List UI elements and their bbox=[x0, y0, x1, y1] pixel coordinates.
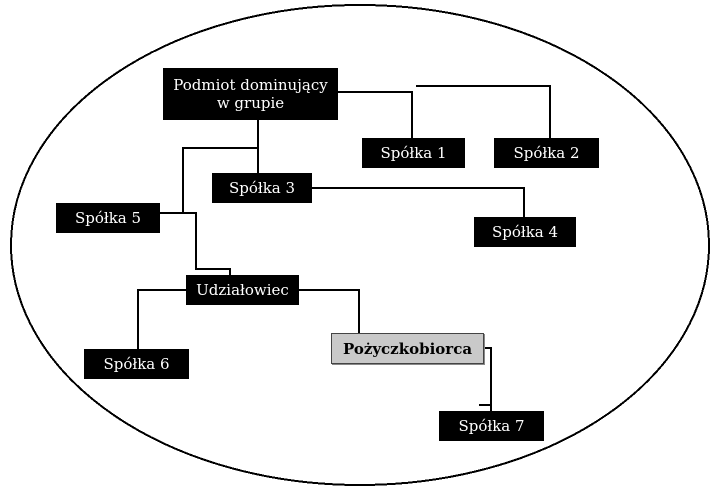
node-spolka-7: Spółka 7 bbox=[439, 411, 544, 441]
node-pozyczkobiorca: Pożyczkobiorca bbox=[331, 333, 484, 364]
node-spolka-3: Spółka 3 bbox=[212, 173, 312, 203]
node-udzialowiec: Udziałowiec bbox=[186, 275, 299, 305]
node-spolka-5: Spółka 5 bbox=[56, 203, 160, 233]
node-spolka-6: Spółka 6 bbox=[84, 349, 189, 379]
node-podmiot-dominujacy: Podmiot dominujący w grupie bbox=[163, 68, 338, 120]
node-spolka-2: Spółka 2 bbox=[494, 138, 599, 168]
group-boundary-ellipse bbox=[10, 4, 710, 486]
node-spolka-4: Spółka 4 bbox=[474, 217, 576, 247]
node-spolka-1: Spółka 1 bbox=[362, 138, 465, 168]
